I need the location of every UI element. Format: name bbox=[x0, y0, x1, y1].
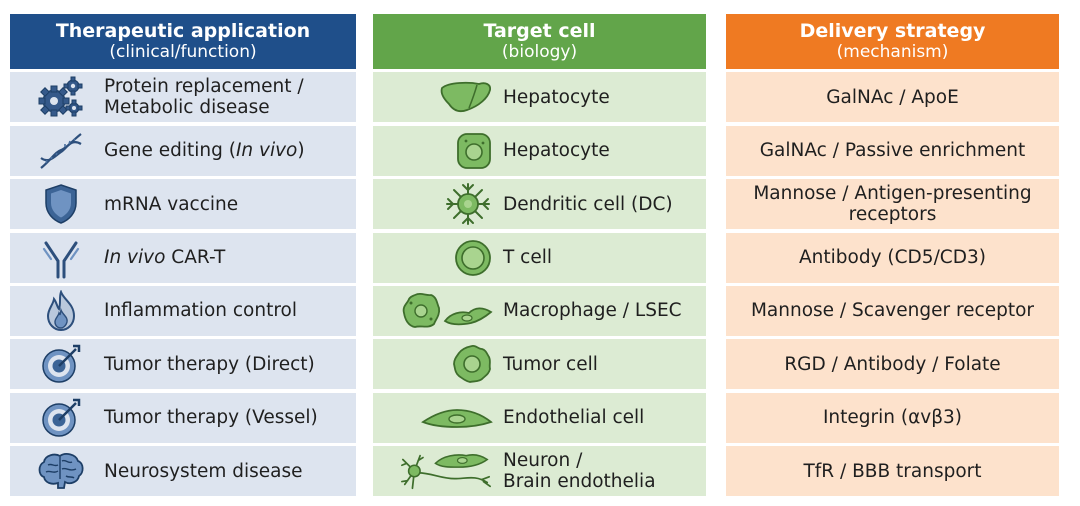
list-item: Tumor cell bbox=[373, 339, 706, 390]
strategy-label: Integrin (αvβ3) bbox=[822, 407, 963, 429]
list-item: GalNAc / Passive enrichment bbox=[726, 125, 1059, 176]
target-icon bbox=[30, 339, 92, 389]
column-header-delivery: Delivery strategy (mechanism) bbox=[726, 14, 1059, 69]
application-label: Protein replacement /Metabolic disease bbox=[104, 76, 304, 119]
strategy-label: TfR / BBB transport bbox=[803, 460, 982, 482]
list-item: Hepatocyte bbox=[373, 72, 706, 123]
list-item: T cell bbox=[373, 232, 706, 283]
strategy-label: GalNAc / ApoE bbox=[826, 86, 959, 108]
list-item: TfR / BBB transport bbox=[726, 446, 1059, 497]
list-item: Integrin (αvβ3) bbox=[726, 392, 1059, 443]
target-cell-label: Endothelial cell bbox=[503, 407, 645, 429]
list-item: Macrophage / LSEC bbox=[373, 285, 706, 336]
dna-icon bbox=[30, 126, 92, 176]
target-cell-label: Hepatocyte bbox=[503, 140, 610, 162]
target-cell-label: Tumor cell bbox=[503, 353, 598, 375]
dendritic-cell-icon bbox=[399, 179, 499, 229]
target-cell-label: T cell bbox=[503, 247, 553, 269]
tumor-cell-icon bbox=[399, 339, 499, 389]
list-item: In vivo CAR-T bbox=[10, 232, 356, 283]
target-cell-label: Dendritic cell (DC) bbox=[503, 193, 673, 215]
strategy-label: Mannose / Scavenger receptor bbox=[750, 300, 1035, 322]
list-item: Tumor therapy (Vessel) bbox=[10, 392, 356, 443]
list-item: Protein replacement /Metabolic disease bbox=[10, 72, 356, 123]
header-title: Therapeutic application bbox=[55, 20, 311, 42]
gears-icon bbox=[30, 72, 92, 122]
t-cell-icon bbox=[399, 233, 499, 283]
hepatocyte-cell-icon bbox=[399, 126, 499, 176]
target-cell-label: Macrophage / LSEC bbox=[503, 300, 682, 322]
column-header-application: Therapeutic application (clinical/functi… bbox=[10, 14, 356, 69]
column-header-target: Target cell (biology) bbox=[373, 14, 706, 69]
list-item: GalNAc / ApoE bbox=[726, 72, 1059, 123]
endothelial-cell-icon bbox=[399, 393, 499, 443]
header-subtitle: (clinical/function) bbox=[109, 42, 257, 62]
target-icon bbox=[30, 393, 92, 443]
strategy-label: Antibody (CD5/CD3) bbox=[799, 247, 986, 269]
shield-icon bbox=[30, 179, 92, 229]
list-item: Neuron /Brain endothelia bbox=[373, 446, 706, 497]
macrophage-lsec-icon bbox=[399, 286, 499, 336]
strategy-label: RGD / Antibody / Folate bbox=[784, 353, 1001, 375]
liver-icon bbox=[399, 72, 499, 122]
list-item: Antibody (CD5/CD3) bbox=[726, 232, 1059, 283]
list-item: Dendritic cell (DC) bbox=[373, 179, 706, 230]
list-item: RGD / Antibody / Folate bbox=[726, 339, 1059, 390]
application-label: Gene editing (In vivo) bbox=[104, 140, 305, 162]
header-title: Delivery strategy bbox=[799, 20, 986, 42]
brain-icon bbox=[30, 446, 92, 496]
list-item: Inflammation control bbox=[10, 285, 356, 336]
application-label: Tumor therapy (Direct) bbox=[104, 353, 315, 375]
application-label: Neurosystem disease bbox=[104, 460, 303, 482]
list-item: Mannose / Scavenger receptor bbox=[726, 285, 1059, 336]
list-item: mRNA vaccine bbox=[10, 179, 356, 230]
list-item: Hepatocyte bbox=[373, 125, 706, 176]
list-item: Endothelial cell bbox=[373, 392, 706, 443]
target-cell-label: Neuron /Brain endothelia bbox=[503, 450, 656, 493]
strategy-label: GalNAc / Passive enrichment bbox=[759, 140, 1026, 162]
application-label: In vivo CAR-T bbox=[104, 247, 226, 269]
application-label: Inflammation control bbox=[104, 300, 297, 322]
therapeutic-application-column: Therapeutic application (clinical/functi… bbox=[10, 14, 356, 497]
neuron-endothelia-icon bbox=[399, 446, 499, 496]
header-subtitle: (mechanism) bbox=[836, 42, 949, 62]
application-label: mRNA vaccine bbox=[104, 193, 239, 215]
target-cell-column: Target cell (biology) Hepatocyte Hepatoc… bbox=[373, 14, 706, 497]
header-title: Target cell bbox=[483, 20, 596, 42]
application-label: Tumor therapy (Vessel) bbox=[104, 407, 318, 429]
list-item: Gene editing (In vivo) bbox=[10, 125, 356, 176]
flame-icon bbox=[30, 286, 92, 336]
antibody-icon bbox=[30, 233, 92, 283]
target-cell-label: Hepatocyte bbox=[503, 86, 610, 108]
list-item: Neurosystem disease bbox=[10, 446, 356, 497]
list-item: Tumor therapy (Direct) bbox=[10, 339, 356, 390]
delivery-strategy-column: Delivery strategy (mechanism) GalNAc / A… bbox=[726, 14, 1059, 497]
header-subtitle: (biology) bbox=[501, 42, 578, 62]
